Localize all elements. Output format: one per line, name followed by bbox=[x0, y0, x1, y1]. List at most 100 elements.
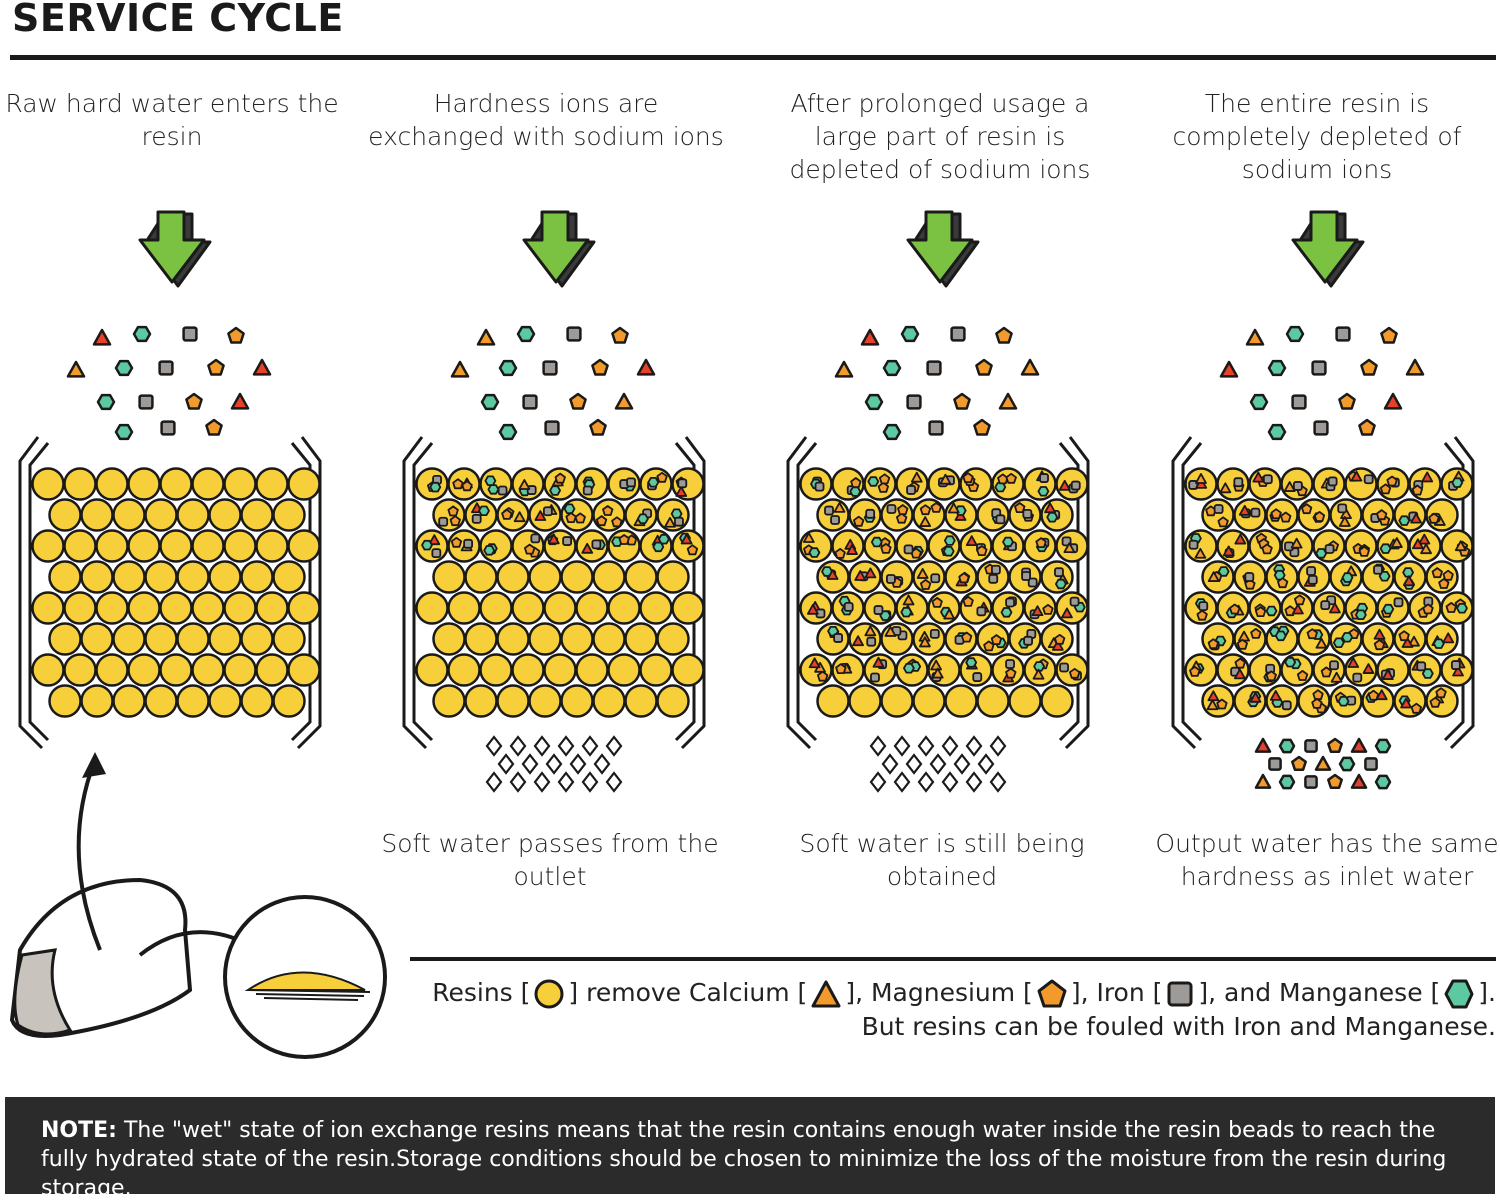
calcium-ion bbox=[802, 532, 815, 543]
depleted-resin-bead bbox=[927, 653, 961, 687]
depleted-resin-bead bbox=[1008, 560, 1042, 594]
bead-circle bbox=[671, 653, 705, 687]
calcium-ion bbox=[833, 501, 846, 513]
calcium-ion bbox=[66, 360, 86, 378]
bead-circle bbox=[464, 560, 498, 594]
resin-bead bbox=[1008, 684, 1042, 718]
iron-ion bbox=[544, 420, 560, 436]
tank-wall-left-inner bbox=[28, 442, 50, 742]
depleted-resin-bead bbox=[1040, 622, 1074, 656]
bead-circle bbox=[575, 591, 609, 625]
magnesium-ion bbox=[1014, 502, 1026, 513]
calcium-ion bbox=[518, 479, 531, 490]
water-molecule bbox=[965, 735, 983, 757]
soft-water-output bbox=[869, 735, 1007, 793]
magnesium-ion bbox=[449, 515, 461, 527]
manganese-ion bbox=[96, 393, 116, 411]
depleted-resin-bead bbox=[1201, 560, 1235, 594]
resin-bead bbox=[464, 560, 498, 594]
inlet-ions bbox=[1219, 325, 1425, 441]
water-molecule bbox=[869, 771, 887, 793]
arrow-body bbox=[906, 210, 974, 284]
bead-circle bbox=[432, 498, 466, 532]
resin-tank bbox=[1171, 436, 1475, 750]
iron-ion bbox=[566, 326, 582, 342]
water-molecule bbox=[593, 753, 611, 775]
resin-bead bbox=[848, 684, 882, 718]
iron-square-icon bbox=[1167, 981, 1193, 1007]
manganese-ion bbox=[1379, 543, 1392, 554]
bead-circle bbox=[528, 622, 562, 656]
calcium-ion bbox=[1254, 737, 1272, 753]
resin-beads bbox=[31, 467, 321, 718]
manganese-ion bbox=[487, 484, 500, 495]
manganese-ion bbox=[1055, 578, 1067, 590]
manganese-ion bbox=[1315, 548, 1328, 559]
calcium-ion bbox=[1452, 665, 1464, 677]
magnesium-ion bbox=[686, 544, 699, 556]
resin-bead bbox=[624, 622, 658, 656]
manganese-ion bbox=[867, 476, 880, 487]
depleted-resin-bead bbox=[1425, 684, 1459, 718]
iron-ion bbox=[1313, 420, 1329, 436]
manganese-ion bbox=[1285, 325, 1305, 343]
bead-circle bbox=[432, 560, 466, 594]
resin-bead bbox=[287, 591, 321, 625]
bead-circle bbox=[144, 684, 178, 718]
bead-circle bbox=[479, 653, 513, 687]
bead-circle bbox=[624, 560, 658, 594]
magnesium-ion bbox=[554, 472, 566, 484]
magnesium-ion bbox=[1054, 633, 1066, 645]
calcium-ion bbox=[1269, 690, 1282, 701]
depleted-resin-bead bbox=[1280, 467, 1314, 501]
bead-circle bbox=[528, 560, 562, 594]
depleted-resin-bead bbox=[656, 498, 690, 532]
down-arrow-icon bbox=[906, 210, 980, 288]
bead-circle bbox=[656, 622, 690, 656]
resin-bead bbox=[607, 591, 641, 625]
depleted-resin-bead bbox=[831, 529, 865, 563]
legend-line-1: Resins [] remove Calcium [], Magnesium [… bbox=[432, 976, 1496, 1010]
resin-bead bbox=[496, 622, 530, 656]
depleted-resin-bead bbox=[1201, 622, 1235, 656]
resin-bead bbox=[575, 591, 609, 625]
calcium-ion bbox=[1375, 689, 1388, 701]
depleted-resin-bead bbox=[1361, 622, 1395, 656]
resin-bag-illustration bbox=[9, 752, 387, 1059]
magnesium-ion bbox=[1379, 483, 1392, 495]
magnesium-ion bbox=[1291, 755, 1307, 771]
magnesium-ion bbox=[1358, 418, 1376, 436]
bead-circle bbox=[560, 622, 594, 656]
magnesium-ion bbox=[1445, 602, 1457, 613]
resin-bead bbox=[31, 529, 65, 563]
magnesium-ion bbox=[1327, 737, 1343, 753]
resin-bead bbox=[159, 653, 193, 687]
calcium-ion bbox=[826, 569, 839, 580]
bead-circle bbox=[272, 622, 306, 656]
bead-circle bbox=[208, 560, 242, 594]
manganese-ion bbox=[1451, 477, 1464, 488]
iron-ion bbox=[182, 326, 198, 342]
resin-bead bbox=[80, 622, 114, 656]
bead-circle bbox=[880, 684, 914, 718]
resin-bead bbox=[255, 467, 289, 501]
resin-bead bbox=[656, 684, 690, 718]
magnesium-ion bbox=[1410, 702, 1422, 714]
depleted-resin-bead bbox=[976, 622, 1010, 656]
resin-beads bbox=[415, 467, 705, 718]
bead-circle bbox=[159, 653, 193, 687]
manganese-ion bbox=[943, 535, 956, 546]
resin-bead bbox=[447, 591, 481, 625]
inlet-ions bbox=[834, 325, 1040, 441]
resin-bead bbox=[976, 684, 1010, 718]
manganese-ion bbox=[483, 545, 496, 556]
depleted-resin-bead bbox=[1297, 622, 1331, 656]
stage-4-bottom-caption: Output water has the same hardness as in… bbox=[1155, 829, 1499, 891]
iron-ion bbox=[158, 360, 174, 376]
calcium-ion bbox=[1390, 537, 1403, 548]
magnesium-ion bbox=[1311, 698, 1323, 709]
iron-ion bbox=[1329, 660, 1339, 671]
bead-circle bbox=[255, 591, 289, 625]
legend-text: Resins [ bbox=[432, 978, 531, 1007]
